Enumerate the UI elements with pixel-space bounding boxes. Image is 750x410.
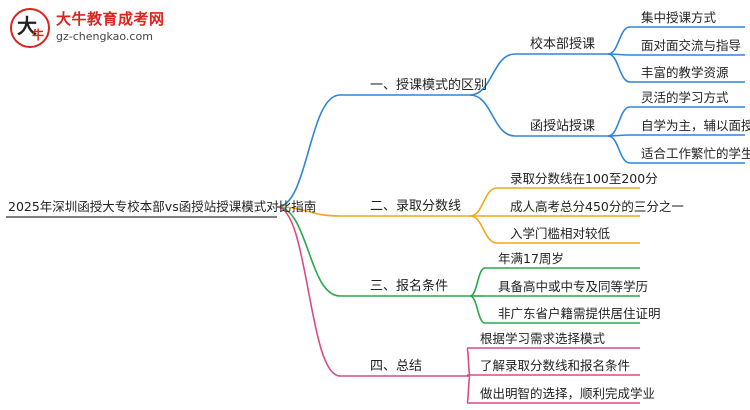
- leaf-face-to-face: 面对面交流与指导: [641, 38, 742, 53]
- connector-b4-leaf-1: [466, 347, 471, 377]
- connector-b1s2-leaf-1: [607, 106, 631, 137]
- connector-b2-leaf-1: [469, 187, 498, 217]
- connector-b4-leaf-3: [466, 375, 471, 404]
- connector-root-branch-2: [276, 206, 341, 217]
- connector-root-branch-1: [276, 94, 341, 208]
- leaf-concentrated-teaching: 集中授课方式: [641, 10, 717, 25]
- leaf-one-third: 成人高考总分450分的三分之一: [510, 199, 684, 214]
- leaf-residence-proof: 非广东省户籍需提供居住证明: [498, 306, 661, 321]
- connector-b1s2-leaf-3: [607, 135, 631, 164]
- root-topic: 2025年深圳函授大专校本部vs函授站授课模式对比指南: [8, 199, 317, 214]
- connector-root-branch-3: [276, 206, 341, 297]
- leaf-busy-students: 适合工作繁忙的学生: [641, 146, 750, 161]
- connector-root-branch-4: [276, 206, 341, 377]
- connector-branch1-sub-1: [469, 53, 516, 96]
- logo-title: 大牛教育成考网: [56, 10, 165, 28]
- leaf-rich-resources: 丰富的教学资源: [641, 65, 729, 80]
- connector-b3-leaf-3: [469, 295, 486, 324]
- leaf-understand-conditions: 了解录取分数线和报名条件: [480, 358, 631, 373]
- logo-url: gz-chengkao.com: [56, 30, 153, 43]
- branch-teaching-mode: 一、授课模式的区别: [370, 78, 488, 93]
- site-logo: 大牛 大牛教育成考网 gz-chengkao.com: [10, 6, 170, 54]
- leaf-age: 年满17周岁: [498, 251, 564, 266]
- leaf-low-threshold: 入学门槛相对较低: [510, 226, 611, 241]
- connector-b3-leaf-1: [469, 267, 486, 297]
- leaf-education: 具备高中或中专及同等学历: [498, 279, 649, 294]
- leaf-wise-choice: 做出明智的选择，顺利完成学业: [480, 386, 656, 401]
- leaf-choose-mode: 根据学习需求选择模式: [480, 331, 606, 346]
- branch-requirements: 三、报名条件: [370, 279, 449, 294]
- connector-b1s1-leaf-3: [607, 53, 631, 83]
- connector-b1s1-leaf-1: [607, 26, 631, 55]
- branch-summary: 四、总结: [370, 359, 423, 374]
- subbranch-correspondence-station: 函授站授课: [530, 119, 596, 134]
- leaf-flexible-study: 灵活的学习方式: [641, 90, 729, 105]
- subbranch-main-campus: 校本部授课: [530, 37, 596, 52]
- leaf-self-study: 自学为主，辅以面授: [641, 118, 750, 133]
- connector-branch1-sub-2: [469, 94, 516, 137]
- logo-ox-icon: 大牛: [10, 8, 50, 48]
- branch-admission-score: 二、录取分数线: [370, 199, 462, 214]
- connector-b2-leaf-3: [469, 215, 498, 244]
- leaf-score-range: 录取分数线在100至200分: [510, 171, 658, 186]
